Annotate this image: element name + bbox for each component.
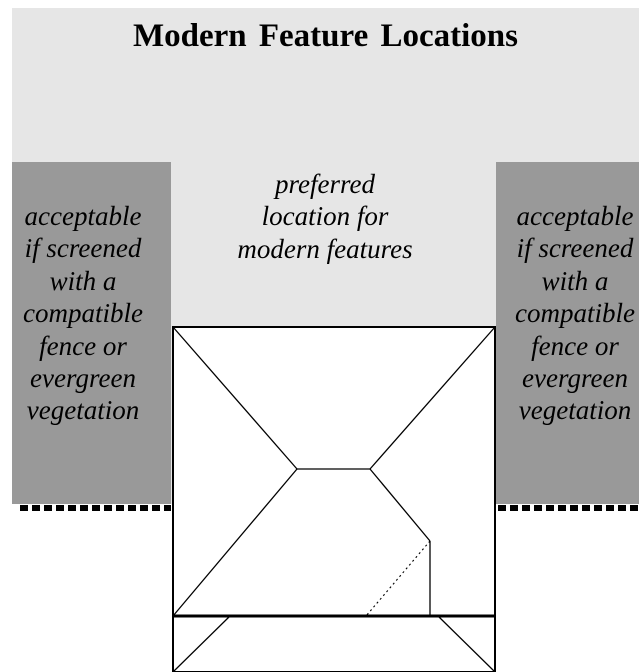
left-acceptable-zone xyxy=(12,162,171,504)
right-acceptable-zone xyxy=(496,162,639,504)
roof-hip-bottom-left xyxy=(172,468,298,617)
right-property-line xyxy=(498,505,639,511)
left-property-line xyxy=(20,505,171,511)
diagram-title: Modern Feature Locations xyxy=(132,18,518,54)
left-acceptable-label: acceptable if screened with a compatible… xyxy=(23,201,143,426)
roof-valley xyxy=(369,468,431,542)
house-footprint xyxy=(172,326,496,672)
preferred-location-label: preferred location for modern features xyxy=(237,169,413,264)
rear-roof-hip-left xyxy=(172,615,231,672)
roof-hip-top-right xyxy=(369,326,496,470)
hidden-roof-line xyxy=(365,540,431,617)
right-acceptable-label: acceptable if screened with a compatible… xyxy=(515,201,635,426)
rear-roof-hip-right xyxy=(437,615,496,672)
roof-hip-top-left xyxy=(172,326,298,470)
